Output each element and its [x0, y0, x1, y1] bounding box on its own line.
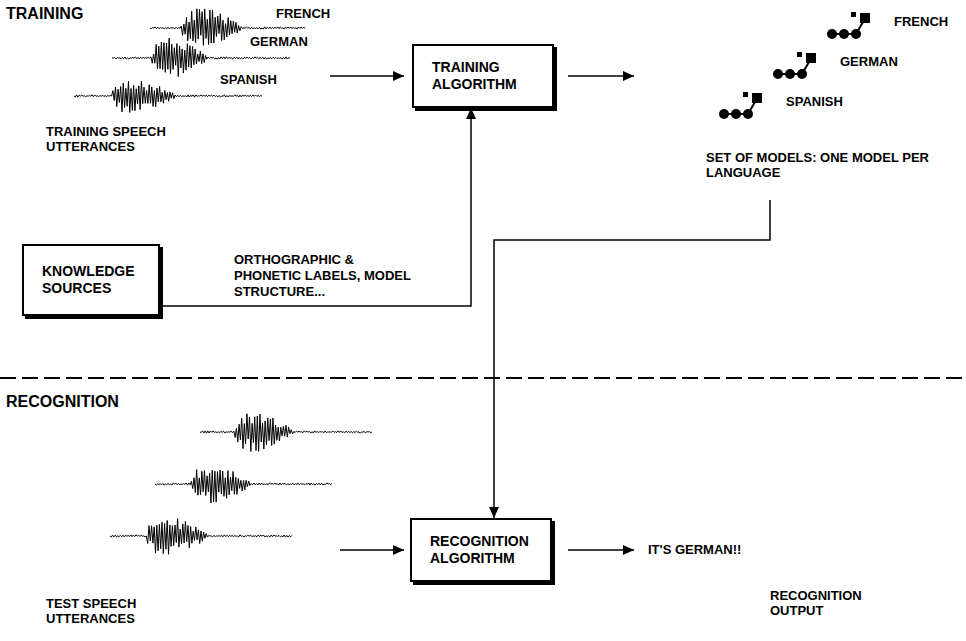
model-state — [860, 13, 870, 23]
model-state — [797, 69, 807, 79]
language-label: GERMAN — [840, 54, 898, 69]
flow-arrow — [340, 549, 404, 551]
model-state — [731, 109, 741, 119]
knowledge-box: KNOWLEDGE SOURCES — [22, 244, 160, 316]
caption-text: TRAINING SPEECH UTTERANCES — [46, 124, 196, 154]
language-label: SPANISH — [786, 94, 843, 109]
box-label: TRAINING ALGORITHM — [432, 59, 542, 93]
caption-text: RECOGNITION OUTPUT — [770, 588, 890, 618]
model-state — [773, 69, 783, 79]
model-state — [806, 53, 816, 63]
model-state — [851, 12, 856, 17]
speech-waveform — [155, 470, 332, 503]
language-label: GERMAN — [250, 34, 308, 49]
caption-text: SET OF MODELS: ONE MODEL PER LANGUAGE — [706, 150, 956, 180]
model-icon — [773, 52, 816, 79]
process-box: TRAINING ALGORITHM — [412, 44, 554, 108]
connector-arrow — [160, 108, 471, 306]
edge-label: ORTHOGRAPHIC & PHONETIC LABELS, MODEL ST… — [232, 252, 416, 300]
model-state — [827, 29, 837, 39]
model-state — [743, 109, 753, 119]
language-label: FRENCH — [894, 14, 948, 29]
model-feed-arrow — [494, 200, 770, 518]
box-label: RECOGNITION ALGORITHM — [430, 533, 540, 567]
model-state — [752, 93, 762, 103]
box-label: KNOWLEDGE SOURCES — [42, 263, 148, 297]
output-text: IT'S GERMAN!! — [648, 542, 741, 557]
process-box: RECOGNITION ALGORITHM — [410, 518, 552, 582]
model-state — [743, 92, 748, 97]
flow-arrow — [568, 549, 634, 551]
section-heading: TRAINING — [6, 4, 83, 23]
model-icon — [827, 12, 870, 39]
model-state — [719, 109, 729, 119]
model-state — [851, 29, 861, 39]
flow-arrow — [568, 75, 634, 77]
model-icon — [719, 92, 762, 119]
flow-arrow — [330, 75, 404, 77]
speech-waveform — [200, 414, 372, 452]
language-label: SPANISH — [220, 72, 277, 87]
section-divider — [0, 377, 966, 379]
section-heading: RECOGNITION — [6, 392, 119, 411]
caption-text: TEST SPEECH UTTERANCES — [46, 596, 196, 626]
speech-waveform — [110, 519, 292, 555]
language-label: FRENCH — [276, 6, 330, 21]
model-state — [797, 52, 802, 57]
model-state — [839, 29, 849, 39]
model-state — [785, 69, 795, 79]
